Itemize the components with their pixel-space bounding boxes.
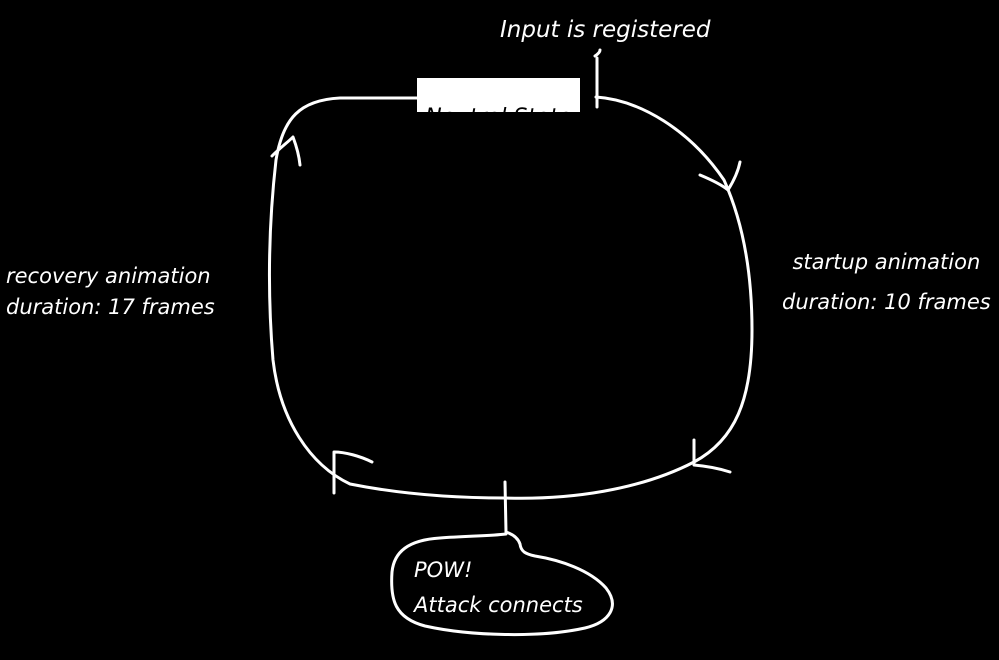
neutral-state-label: Neutral State <box>425 105 572 130</box>
recovery-arrowhead-top <box>270 135 302 167</box>
impact-description: Attack connects <box>414 593 583 617</box>
neutral-state-node: Neutral State <box>417 78 580 130</box>
startup-edge-label: startup animation duration: 10 frames <box>782 247 991 318</box>
impact-bubble <box>390 530 614 637</box>
recovery-arrowhead-bottom <box>332 450 374 495</box>
startup-arrowhead-top <box>698 160 742 192</box>
recovery-title: recovery animation <box>6 264 211 288</box>
impact-connector <box>503 480 508 534</box>
startup-arrowhead-bottom <box>692 438 732 474</box>
impact-pow: POW! <box>414 558 473 582</box>
impact-label: POW! Attack connects <box>414 555 583 621</box>
cycle-loop <box>268 95 754 500</box>
startup-title: startup animation <box>792 250 981 274</box>
input-registered-label: Input is registered <box>500 17 711 43</box>
input-tick-top <box>593 48 602 58</box>
recovery-duration: duration: 17 frames <box>6 295 215 319</box>
startup-duration: duration: 10 frames <box>782 290 991 314</box>
recovery-edge-label: recovery animation duration: 17 frames <box>6 261 215 323</box>
